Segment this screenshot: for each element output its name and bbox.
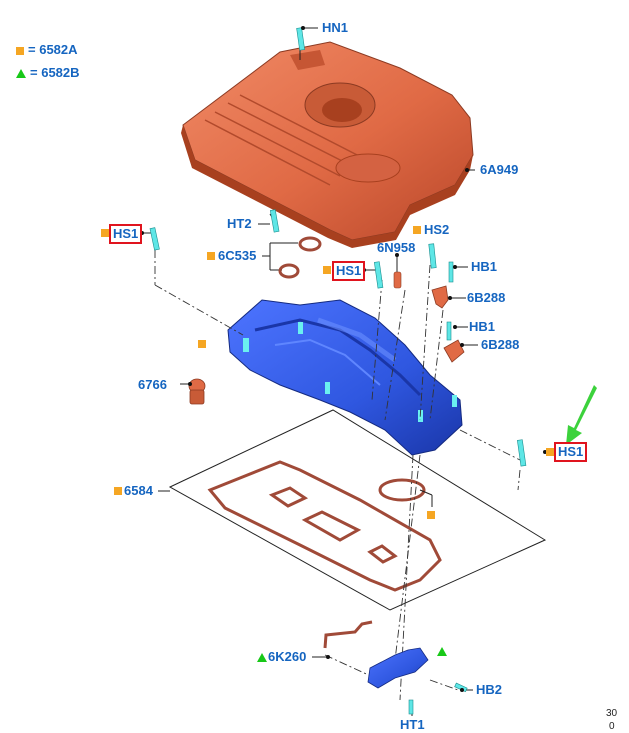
page-ref-line1: 30 [606, 708, 618, 719]
gasket-frame [168, 409, 547, 611]
legend-square-code: 6582A [39, 42, 78, 57]
callout-6a949: 6A949 [480, 162, 519, 177]
engine-cover-6a949 [181, 41, 474, 248]
callout-hn1: HN1 [322, 20, 349, 35]
legend-square: = 6582A [16, 42, 78, 57]
callout-hb1-top: HB1 [471, 259, 498, 274]
fasteners [149, 27, 527, 715]
callout-6k260: 6K260 [268, 649, 307, 664]
seals-6c535 [278, 236, 322, 279]
orange-markers [101, 226, 554, 519]
page-ref-line2: 0 [609, 721, 615, 732]
callout-hs1-center: HS1 [332, 261, 366, 281]
legend-triangle-code: 6582B [41, 65, 80, 80]
green-triangle-icon [16, 69, 26, 79]
callout-6b288-lower: 6B288 [481, 337, 520, 352]
fitting-6n958 [393, 271, 402, 289]
callout-hb2: HB2 [476, 682, 503, 697]
callout-ht1: HT1 [400, 717, 425, 732]
legend-equals-2: = [30, 65, 38, 80]
callout-6n958: 6N958 [377, 240, 416, 255]
highlight-arrow [566, 385, 597, 445]
sensors-6b288 [431, 285, 465, 363]
callout-hs1-right: HS1 [554, 442, 588, 462]
callout-hs1-left: HS1 [109, 224, 143, 244]
callout-hs2: HS2 [424, 222, 450, 237]
callout-6584: 6584 [124, 483, 153, 498]
gasket-6584 [207, 460, 442, 592]
callout-6766: 6766 [138, 377, 167, 392]
connector-dots [140, 26, 547, 692]
callout-hb1-lower: HB1 [469, 319, 496, 334]
legend-triangle: = 6582B [16, 65, 80, 80]
tube-6k260 [323, 620, 429, 689]
orange-square-icon [16, 46, 24, 55]
valve-6766 [188, 378, 206, 405]
legend-equals-1: = [28, 42, 36, 57]
callout-6c535: 6C535 [218, 248, 257, 263]
green-markers [257, 647, 447, 662]
intake-manifold [227, 299, 463, 456]
callout-6b288-top: 6B288 [467, 290, 506, 305]
callout-ht2: HT2 [227, 216, 252, 231]
